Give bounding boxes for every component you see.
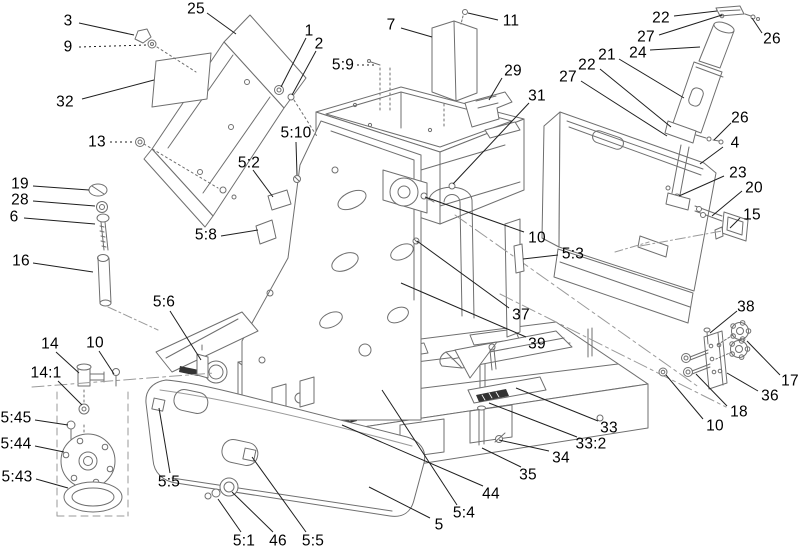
leader-line-33-2: [488, 402, 578, 438]
leader-line-38: [709, 310, 738, 334]
leader-line-32: [81, 79, 155, 100]
leader-line-46: [231, 491, 274, 533]
leader-line-5-5: [158, 407, 171, 474]
leader-line-5-3: [522, 254, 559, 260]
leader-line-22: [599, 68, 672, 128]
leader-line-5-6: [169, 310, 202, 361]
leader-line-5: [368, 486, 431, 519]
leader-line-34: [498, 439, 550, 452]
leader-line-27: [580, 80, 668, 137]
leader-line-14: [55, 351, 80, 374]
tank-flange-assembly-drawing: [56, 363, 129, 517]
leader-line-36: [726, 372, 759, 392]
leader-line-5-2: [252, 169, 274, 198]
leader-line-2: [291, 50, 317, 96]
dipstick-assembly-drawing: [88, 183, 159, 331]
leader-line-28: [32, 200, 96, 207]
leader-line-26: [751, 17, 763, 34]
leader-line-4: [699, 146, 724, 165]
leader-line-31: [452, 102, 530, 185]
leader-line-5-4: [381, 389, 458, 506]
leader-line-5-45: [34, 419, 69, 426]
leader-line-5-5: [251, 456, 307, 533]
leader-line-5-44: [34, 445, 65, 453]
support-strut-drawing: [664, 5, 760, 211]
bracket-7-drawing: [431, 9, 478, 129]
leader-line-6: [23, 217, 96, 225]
leader-line-19: [32, 185, 90, 191]
leader-line-5-8: [220, 229, 259, 237]
leader-line-17: [746, 340, 781, 376]
leader-line-5-10: [295, 141, 298, 176]
misc-hardware-drawing: [255, 59, 525, 274]
leader-line-37: [416, 240, 510, 309]
leader-line-1: [280, 37, 307, 88]
leader-line-23: [678, 175, 725, 197]
leader-line-33: [515, 387, 599, 422]
discharge-chute-drawing: [143, 14, 307, 228]
leader-line-3: [78, 22, 135, 36]
leader-line-18: [695, 373, 728, 407]
leader-line-25: [206, 12, 237, 35]
deflector-hardware-drawing: [134, 28, 219, 189]
bracket-29-drawing: [464, 91, 521, 139]
leader-line-5-43: [35, 478, 69, 489]
hinge-bracket-drawing: [196, 344, 209, 379]
wheel-bracket-assembly-drawing: [454, 214, 752, 408]
leader-line-5-1: [217, 498, 242, 533]
leader-line-15: [729, 217, 741, 229]
leader-line-11: [467, 12, 499, 21]
leader-line-39: [400, 282, 527, 338]
leader-line-9: [78, 44, 148, 48]
leader-line-7: [400, 27, 433, 38]
leader-line-14-1: [57, 380, 83, 406]
leader-line-10: [98, 350, 115, 375]
leader-line-21: [618, 58, 685, 99]
fuel-tank-drawing: [145, 360, 426, 517]
leader-line-29: [488, 77, 503, 101]
leader-line-10: [424, 196, 525, 233]
leader-line-35: [481, 447, 522, 468]
leader-line-16: [32, 262, 94, 273]
leader-line-24: [649, 46, 701, 51]
leader-line-44: [341, 424, 484, 487]
leader-line-10: [665, 374, 704, 420]
leader-line-27: [658, 14, 723, 36]
leader-line-22: [673, 10, 718, 17]
leader-line-20: [711, 190, 743, 217]
leader-line-26: [713, 122, 732, 141]
